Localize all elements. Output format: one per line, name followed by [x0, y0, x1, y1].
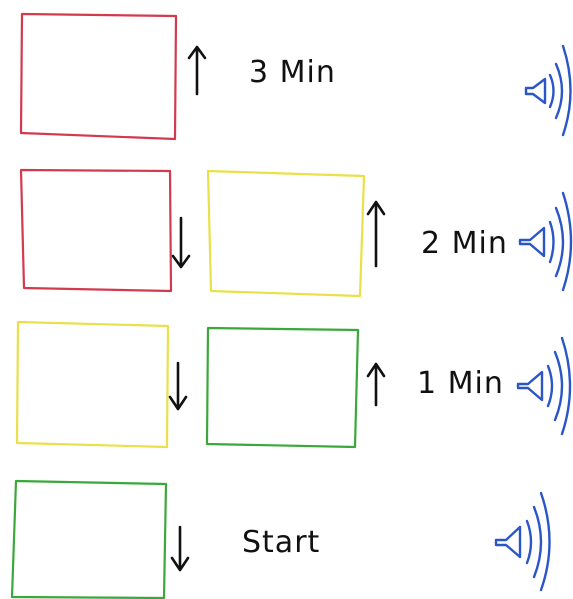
red-light-box [19, 168, 173, 293]
row-1-min: 1 Min [15, 320, 572, 449]
row-2-min: 2 Min [19, 168, 573, 298]
row-label-2-min: 2 Min [421, 226, 508, 261]
row-label-1-min: 1 Min [417, 366, 504, 401]
green-light-box [10, 479, 168, 599]
row-start: Start [10, 479, 551, 599]
row-label-3-min: 3 Min [249, 55, 336, 90]
green-light-box [205, 326, 360, 449]
red-light-box [19, 12, 178, 141]
arrow-up-icon [366, 200, 386, 268]
speaker-icon [524, 44, 572, 137]
speaker-icon [518, 191, 573, 292]
arrow-down-icon [170, 525, 190, 572]
yellow-light-box [206, 169, 366, 298]
arrow-up-icon [187, 45, 207, 96]
row-label-start: Start [242, 525, 320, 560]
yellow-light-box [15, 320, 170, 449]
speaker-icon [516, 336, 572, 436]
speaker-icon [494, 491, 551, 592]
arrow-down-icon [168, 361, 188, 411]
arrow-down-icon [171, 216, 191, 269]
row-3-min: 3 Min [19, 12, 572, 141]
arrow-up-icon [366, 362, 386, 407]
